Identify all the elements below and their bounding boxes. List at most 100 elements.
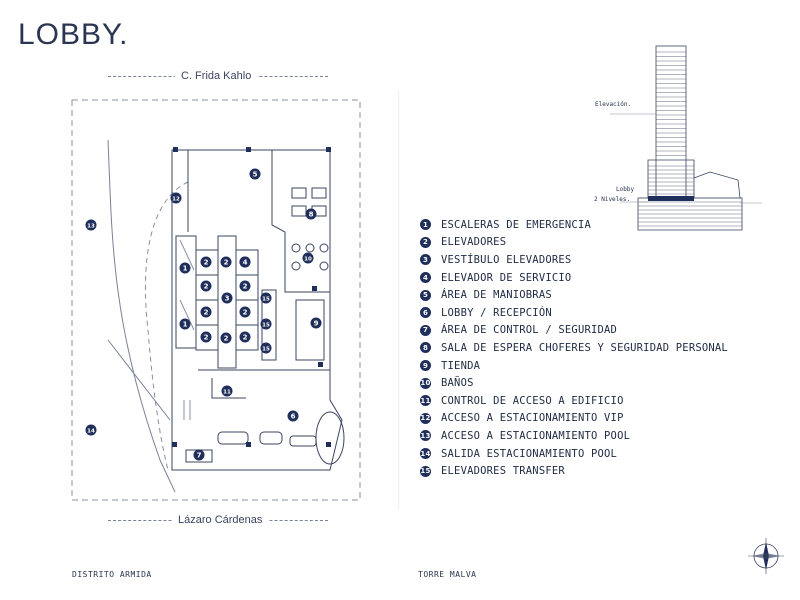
legend-item: 10 BAÑOS (420, 374, 728, 392)
driveway-curve-outer (107, 139, 176, 493)
legend-item: 13 ACCESO A ESTACIONAMIENTO POOL (420, 427, 728, 445)
elevator-lobby (217, 235, 237, 369)
legend-item: 6 LOBBY / RECEPCIÓN (420, 304, 728, 322)
plan-marker: 2 (200, 331, 212, 343)
legend-number-badge: 4 (420, 272, 431, 284)
plan-marker: 12 (170, 192, 182, 204)
legend-label: ELEVADORES (441, 236, 507, 249)
plan-marker-number: 1 (183, 321, 188, 329)
plan-marker-number: 1 (183, 265, 188, 273)
legend-number-badge: 15 (420, 465, 431, 477)
legend-label: VESTÍBULO ELEVADORES (441, 253, 572, 266)
plan-marker-number: 2 (204, 309, 209, 317)
plan-marker: 1 (179, 262, 191, 274)
footer-tower: TORRE MALVA (418, 570, 477, 579)
plan-marker-number: 7 (197, 452, 202, 460)
plan-marker-number: 10 (304, 257, 312, 263)
plan-marker: 10 (302, 252, 314, 264)
plan-marker: 8 (305, 208, 317, 220)
plan-marker: 1 (179, 318, 191, 330)
plan-marker-number: 15 (262, 297, 270, 303)
plan-marker: 4 (239, 256, 251, 268)
legend-label: ACCESO A ESTACIONAMIENTO POOL (441, 429, 631, 442)
plan-marker-number: 15 (262, 323, 270, 329)
plan-marker: 11 (221, 385, 233, 397)
tower-podium-upper (647, 159, 695, 199)
compass-icon (748, 538, 784, 574)
legend-number-badge: 12 (420, 412, 431, 424)
plan-marker-number: 2 (243, 283, 248, 291)
legend-number-badge: 2 (420, 236, 431, 248)
plan-marker-number: 2 (204, 283, 209, 291)
plan-marker-number: 2 (243, 309, 248, 317)
plan-marker-number: 2 (224, 335, 229, 343)
plan-marker: 2 (220, 332, 232, 344)
legend-item: 4 ELEVADOR DE SERVICIO (420, 269, 728, 287)
legend-item: 7 ÁREA DE CONTROL / SEGURIDAD (420, 322, 728, 340)
plan-marker-number: 15 (262, 347, 270, 353)
plan-marker: 15 (260, 292, 272, 304)
elevation-drawing (610, 45, 762, 231)
plan-marker: 3 (221, 292, 233, 304)
lobby-levels-label: 2 Niveles. (594, 196, 631, 203)
plan-marker: 9 (310, 317, 322, 329)
shop-outline (295, 299, 325, 361)
site-boundary (71, 99, 361, 501)
street-label-bottom: Lázaro Cárdenas (172, 514, 269, 526)
plan-marker: 2 (239, 331, 251, 343)
legend-number-badge: 6 (420, 307, 431, 319)
plan-marker-number: 11 (223, 390, 231, 396)
plan-marker: 13 (85, 219, 97, 231)
plan-marker: 2 (239, 306, 251, 318)
plan-marker-number: 12 (172, 197, 180, 203)
plan-marker: 2 (220, 256, 232, 268)
legend-label: ACCESO A ESTACIONAMIENTO VIP (441, 412, 624, 425)
lobby-floor-highlight (648, 196, 694, 201)
lobby-label: Lobby (616, 186, 635, 193)
plan-marker-number: 3 (225, 295, 230, 303)
legend-label: ELEVADOR DE SERVICIO (441, 271, 572, 284)
plan-marker-number: 13 (87, 224, 95, 230)
footer-project: DISTRITO ARMIDA (72, 570, 152, 579)
plan-marker-number: 2 (204, 259, 209, 267)
plan-markers: 11222222222234567891011121314151515 (85, 168, 322, 461)
plan-marker: 5 (249, 168, 261, 180)
legend-label: BAÑOS (441, 377, 474, 390)
plan-marker: 15 (260, 342, 272, 354)
page-title: LOBBY. (18, 18, 129, 51)
plan-marker-number: 8 (309, 211, 314, 219)
lobby-entrance (315, 411, 345, 465)
legend-number-badge: 9 (420, 360, 431, 372)
plan-marker-number: 2 (224, 259, 229, 267)
legend-number-badge: 7 (420, 324, 431, 336)
legend-label: ÁREA DE CONTROL / SEGURIDAD (441, 324, 618, 337)
plan-marker-number: 2 (243, 334, 248, 342)
plan-marker-number: 2 (204, 334, 209, 342)
plan-marker-number: 6 (291, 413, 296, 421)
plan-marker: 2 (239, 280, 251, 292)
legend-label: LOBBY / RECEPCIÓN (441, 306, 552, 319)
legend-label: SALA DE ESPERA CHOFERES Y SEGURIDAD PERS… (441, 341, 728, 354)
legend-label: SALIDA ESTACIONAMIENTO POOL (441, 447, 618, 460)
driveway-line (107, 339, 171, 421)
plan-marker: 15 (260, 318, 272, 330)
legend-number-badge: 13 (420, 430, 431, 442)
legend-number-badge: 11 (420, 395, 431, 407)
plan-marker-number: 5 (253, 171, 258, 179)
tower-body (655, 45, 687, 199)
legend-number-badge: 10 (420, 377, 431, 389)
plan-marker-number: 14 (87, 429, 95, 435)
plan-marker: 2 (200, 256, 212, 268)
plan-marker-number: 4 (243, 259, 248, 267)
elevation-label: Elevación. (595, 101, 632, 108)
legend-item: 2 ELEVADORES (420, 234, 728, 252)
